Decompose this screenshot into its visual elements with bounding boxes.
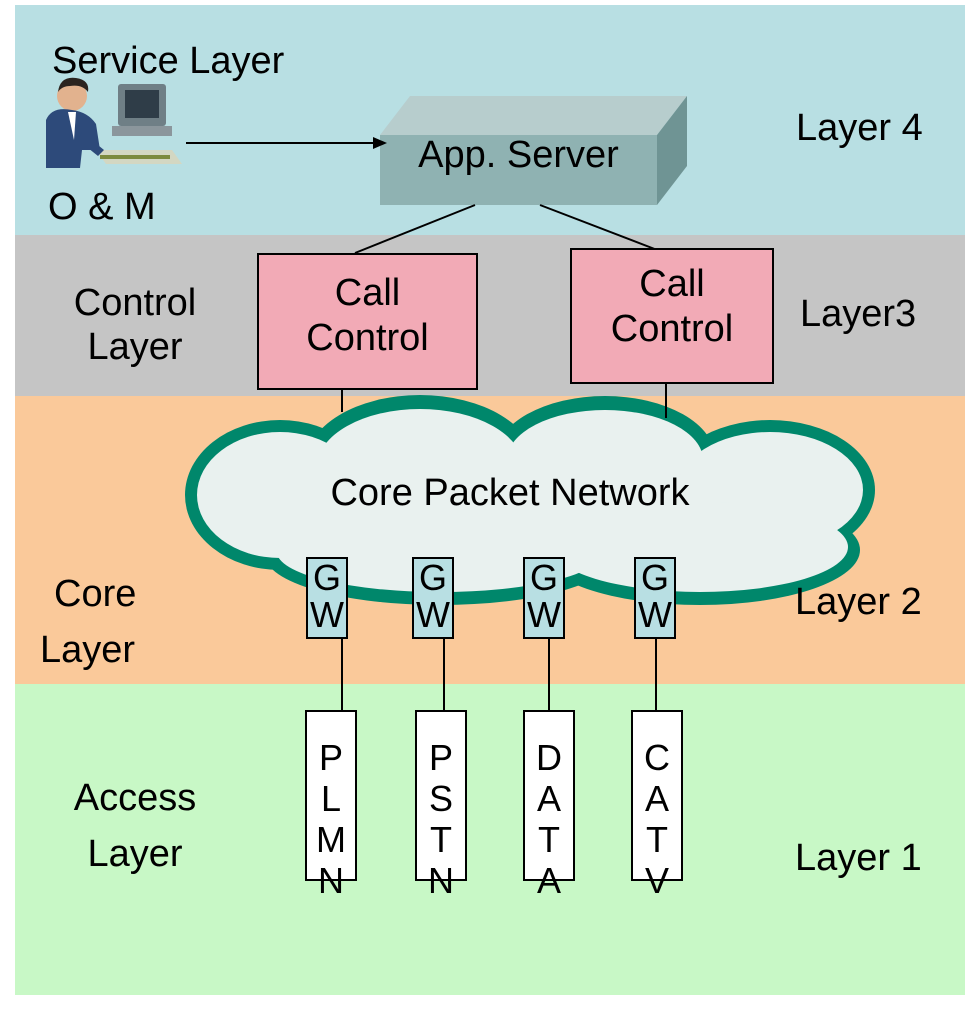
gateway-box-3: G W <box>523 557 565 639</box>
pstn-letter-1: P <box>428 737 453 778</box>
catv-letter-2: A <box>644 778 669 819</box>
call-control-1-line1: Call <box>334 272 401 314</box>
data-letter-1: D <box>536 737 562 778</box>
gateway-4-letter-2: W <box>638 594 672 635</box>
app-server-label: App. Server <box>418 134 619 176</box>
catv-letter-1: C <box>644 737 670 778</box>
gateway-3-letter-1: G <box>529 557 558 598</box>
layer-1-label: Layer 1 <box>795 837 922 879</box>
gateway-3-letter-2: W <box>527 594 561 635</box>
plmn-letter-4: N <box>318 860 344 901</box>
catv-letter-4: V <box>644 860 669 901</box>
operator-workstation-icon <box>42 77 182 168</box>
core-packet-network-label: Core Packet Network <box>330 472 690 514</box>
access-layer-label: Access Layer <box>40 770 230 882</box>
gateway-box-2: G W <box>412 557 454 639</box>
control-layer-band <box>15 235 965 396</box>
core-layer-label: Core Layer <box>40 566 190 678</box>
call-control-1-line2: Control <box>306 317 429 359</box>
plmn-letter-2: L <box>320 778 342 819</box>
data-letter-4: A <box>536 860 561 901</box>
call-control-box-2: Call Control <box>570 248 774 384</box>
gateway-2-letter-1: G <box>418 557 447 598</box>
gateway-1-letter-1: G <box>312 557 341 598</box>
data-letter-3: T <box>538 819 560 860</box>
call-control-2-line2: Control <box>610 308 734 350</box>
gateway-box-1: G W <box>306 557 348 639</box>
server-to-call-control-1-line <box>354 204 476 254</box>
call-control-2-line1: Call <box>639 263 705 305</box>
access-network-catv: C A T V <box>631 710 683 901</box>
server-to-call-control-2-line <box>539 204 666 254</box>
access-network-data: D A T A <box>523 710 575 901</box>
control-layer-label-line1: Control <box>73 282 197 324</box>
pstn-letter-2: S <box>428 778 453 819</box>
om-label: O & M <box>48 186 156 228</box>
gateway-4-letter-1: G <box>640 557 669 598</box>
arrow-head <box>373 137 387 149</box>
plmn-letter-1: P <box>318 737 343 778</box>
layer-3-label: Layer3 <box>800 293 917 335</box>
core-layer-label-line2: Layer <box>40 629 136 671</box>
control-layer-label: Control Layer <box>40 281 230 369</box>
catv-letter-3: T <box>646 819 668 860</box>
pstn-letter-4: N <box>428 860 454 901</box>
data-letter-2: A <box>536 778 561 819</box>
access-layer-band <box>15 684 965 995</box>
control-layer-label-line2: Layer <box>87 326 183 368</box>
access-layer-label-line2: Layer <box>87 833 183 875</box>
access-network-pstn: P S T N <box>415 710 467 901</box>
layer-4-label: Layer 4 <box>796 107 923 149</box>
access-network-plmn: P L M N <box>305 710 357 901</box>
app-server-box <box>380 96 687 205</box>
pstn-letter-3: T <box>430 819 452 860</box>
gateway-box-4: G W <box>634 557 676 639</box>
call-control-box-1: Call Control <box>257 253 478 390</box>
core-layer-label-line1: Core <box>54 573 137 615</box>
access-layer-label-line1: Access <box>73 777 197 819</box>
gateway-2-letter-2: W <box>416 594 450 635</box>
plmn-letter-3: M <box>316 819 346 860</box>
connector-lines <box>186 142 667 710</box>
layer-2-label: Layer 2 <box>795 581 922 623</box>
gateway-1-letter-2: W <box>310 594 344 635</box>
service-layer-label: Service Layer <box>52 40 285 82</box>
